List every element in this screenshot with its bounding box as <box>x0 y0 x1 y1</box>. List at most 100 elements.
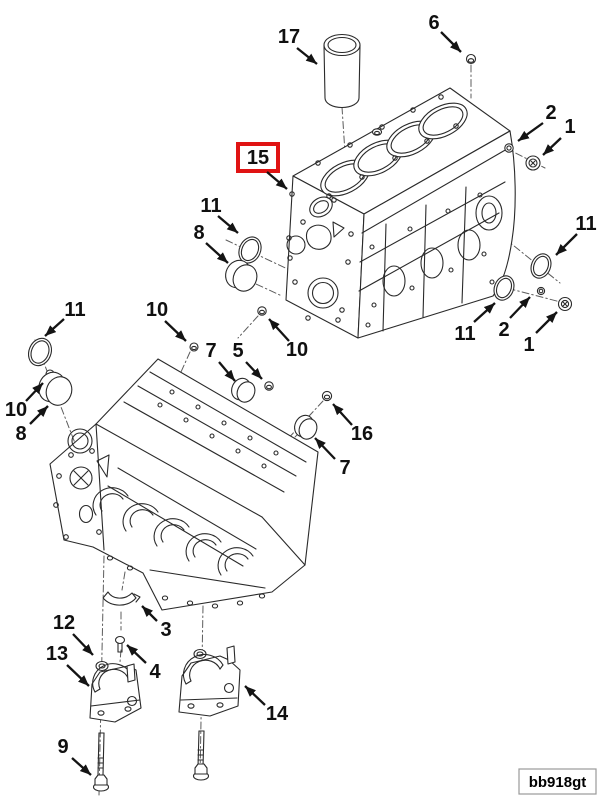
part-bolt-9-left <box>92 732 110 792</box>
part-plug-1-top <box>525 155 541 171</box>
figure-code-border <box>518 768 597 795</box>
leader-arrow <box>244 685 266 706</box>
item-number: 7 <box>205 340 216 362</box>
callout-8[interactable]: 8 <box>193 222 229 264</box>
item-number: 6 <box>428 12 439 34</box>
item-number: 17 <box>278 26 300 48</box>
part-bolt-9-right <box>192 730 210 781</box>
leader-arrow <box>555 233 578 256</box>
leader-arrow <box>25 382 44 402</box>
callout-11[interactable]: 11 <box>555 213 597 256</box>
callout-3[interactable]: 3 <box>141 605 172 641</box>
item-number: 12 <box>53 612 75 634</box>
callout-1[interactable]: 1 <box>542 116 576 156</box>
callout-10[interactable]: 10 <box>146 299 187 342</box>
leader-arrow <box>542 137 562 156</box>
part-plug-1-right <box>557 296 573 312</box>
callout-6[interactable]: 6 <box>428 12 462 53</box>
item-number: 8 <box>15 423 26 445</box>
leader-arrow <box>164 320 187 342</box>
item-number: 10 <box>5 399 27 421</box>
leader-arrow <box>332 403 353 426</box>
part-washer-12 <box>95 660 109 672</box>
part-cup-plug-7-right <box>294 414 318 440</box>
cylinder-block-upper <box>285 87 516 339</box>
highlight-box <box>236 142 280 173</box>
callout-16[interactable]: 16 <box>332 403 373 445</box>
part-cylinder-liner-17 <box>323 33 361 109</box>
item-number: 9 <box>57 736 68 758</box>
part-o-ring-11-bottomleft <box>27 337 53 367</box>
item-number: 5 <box>232 340 243 362</box>
callout-5[interactable]: 5 <box>232 340 263 380</box>
item-number: 3 <box>160 619 171 641</box>
part-plug-10-midright <box>257 306 267 316</box>
cylinder-block-lower <box>49 358 319 611</box>
leader-arrow <box>296 47 318 65</box>
callout-14[interactable]: 14 <box>244 685 289 725</box>
item-number: 11 <box>575 213 596 235</box>
callout-10[interactable]: 10 <box>268 318 308 361</box>
callout-13[interactable]: 13 <box>46 643 90 687</box>
leader-arrow <box>141 605 158 622</box>
part-plug-10-middle <box>189 342 199 352</box>
leader-arrow <box>218 361 236 382</box>
leader-arrow <box>126 644 147 664</box>
part-o-ring-11-left <box>238 236 262 264</box>
callout-12[interactable]: 12 <box>53 612 94 656</box>
part-o-ring-2-right <box>536 286 546 296</box>
item-number: 11 <box>200 195 221 217</box>
leader-arrow <box>217 215 239 234</box>
callout-9[interactable]: 9 <box>57 736 92 776</box>
part-plug-5-middle <box>264 381 274 391</box>
item-number: 15 <box>247 147 269 169</box>
part-cup-plug-7-middle <box>231 377 256 403</box>
part-o-ring-2-top <box>504 143 514 153</box>
item-number: 4 <box>149 661 161 683</box>
item-number: 1 <box>564 116 575 138</box>
callout-17[interactable]: 17 <box>278 26 318 65</box>
callout-4[interactable]: 4 <box>126 644 161 683</box>
item-number: 16 <box>351 423 373 445</box>
leader-arrow <box>29 405 49 425</box>
item-number: 11 <box>64 299 85 321</box>
callout-10[interactable]: 10 <box>5 382 44 421</box>
item-number: 1 <box>523 334 534 356</box>
callout-11[interactable]: 11 <box>44 299 86 337</box>
leader-arrow <box>268 318 290 342</box>
callout-7[interactable]: 7 <box>205 340 236 382</box>
callout-2[interactable]: 2 <box>517 102 557 142</box>
leader-arrow <box>517 122 544 142</box>
item-number: 10 <box>286 339 308 361</box>
figure-code: bb918gt <box>529 774 587 791</box>
leader-arrow <box>44 318 65 337</box>
callout-2[interactable]: 2 <box>498 296 531 341</box>
leader-arrow <box>535 311 558 334</box>
leader-arrow <box>314 437 336 460</box>
leader-arrow <box>245 361 263 380</box>
leader-arrow <box>205 242 229 264</box>
item-number: 11 <box>454 323 475 345</box>
callout-11[interactable]: 11 <box>200 195 239 234</box>
part-o-ring-11-lowerright <box>493 275 515 301</box>
part-plug-16 <box>321 390 333 402</box>
leader-arrow <box>66 664 90 687</box>
part-cup-plug-8-bottomleft <box>38 371 73 406</box>
part-thrust-bearing-3 <box>102 591 141 606</box>
callout-11[interactable]: 11 <box>454 302 496 345</box>
leader-arrow <box>473 302 496 323</box>
callout-15[interactable]: 15 <box>236 142 288 190</box>
item-number: 14 <box>266 703 289 725</box>
callout-7[interactable]: 7 <box>314 437 351 479</box>
leader-arrow <box>71 757 92 776</box>
callout-1[interactable]: 1 <box>523 311 558 356</box>
item-number: 2 <box>498 319 509 341</box>
figure-code-box: bb918gt <box>518 768 597 795</box>
leader-arrow <box>266 171 288 190</box>
callout-8[interactable]: 8 <box>15 405 49 445</box>
part-o-ring-11-right <box>530 253 552 279</box>
part-bearing-cap-14 <box>178 645 241 717</box>
